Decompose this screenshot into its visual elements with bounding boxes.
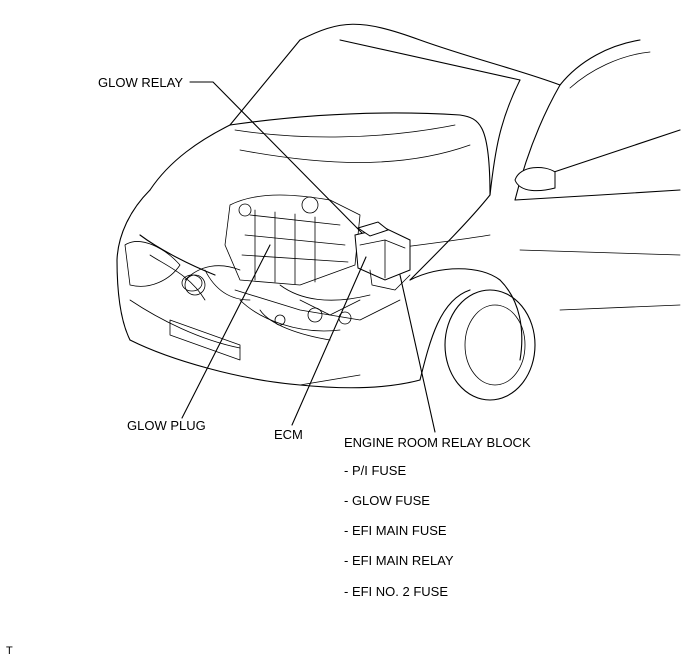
glow-plug-label: GLOW PLUG: [127, 418, 206, 433]
relay-block-item: - GLOW FUSE: [344, 493, 430, 508]
ecm-label: ECM: [274, 427, 303, 442]
relay-block-item: - EFI NO. 2 FUSE: [344, 584, 449, 599]
corner-mark: T: [6, 645, 13, 657]
ecm-leader: [291, 256, 367, 426]
glow-relay-leader: [189, 81, 363, 234]
relay-block-item: - P/I FUSE: [344, 463, 407, 478]
relay-block-leader: [399, 274, 436, 433]
engine-room-relay-block-label: ENGINE ROOM RELAY BLOCK: [344, 435, 531, 450]
glow-relay-label: GLOW RELAY: [98, 75, 184, 90]
glow-plug-leader: [181, 244, 271, 419]
relay-block-item: - EFI MAIN FUSE: [344, 523, 447, 538]
engine-illustration: [181, 194, 411, 341]
relay-block-item: - EFI MAIN RELAY: [344, 553, 454, 568]
